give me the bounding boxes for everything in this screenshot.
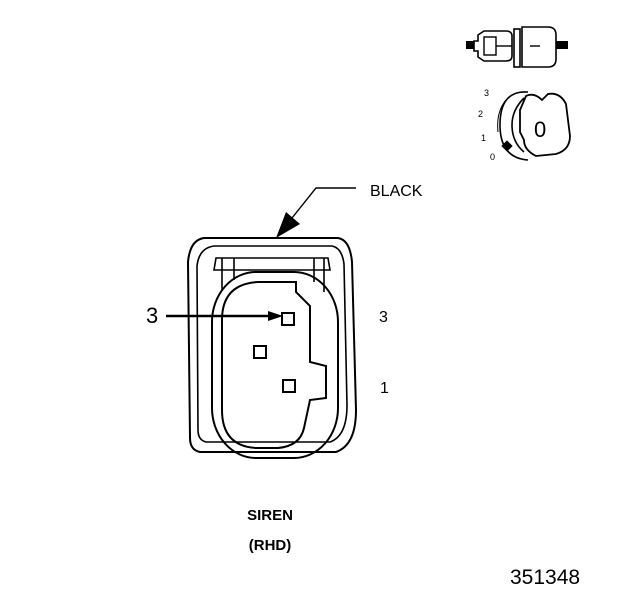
- key-position-0: 0: [490, 152, 496, 162]
- terminal-cavity-inner: [221, 281, 327, 449]
- connector-name: SIREN: [247, 507, 293, 524]
- key-face-label: 0: [534, 117, 547, 142]
- connector-housing-inner: [196, 245, 348, 443]
- pin-label-3: 3: [379, 309, 388, 326]
- key-position-3: 3: [484, 88, 490, 98]
- key-position-1: 1: [481, 133, 487, 143]
- callout-pin-number: 3: [146, 303, 159, 328]
- connector-variant: (RHD): [248, 537, 292, 554]
- connector-color-label: BLACK: [370, 183, 423, 200]
- connector-housing-outer: [186, 237, 358, 453]
- connector-side-view-icon: [466, 26, 568, 68]
- key-position-2: 2: [478, 109, 484, 119]
- pin-3-cavity: [281, 312, 295, 326]
- color-leader-arrowhead: [276, 212, 300, 238]
- pin-1-cavity: [282, 379, 296, 393]
- pin-2-cavity: [253, 345, 267, 359]
- ignition-key-icon: [497, 91, 571, 161]
- callout-arrow-head: [268, 311, 283, 321]
- color-leader-line: [283, 187, 356, 229]
- pin-label-1: 1: [380, 380, 389, 397]
- locking-latch: [213, 257, 331, 271]
- terminal-cavity-outer: [211, 271, 339, 459]
- figure-number: 351348: [510, 566, 581, 589]
